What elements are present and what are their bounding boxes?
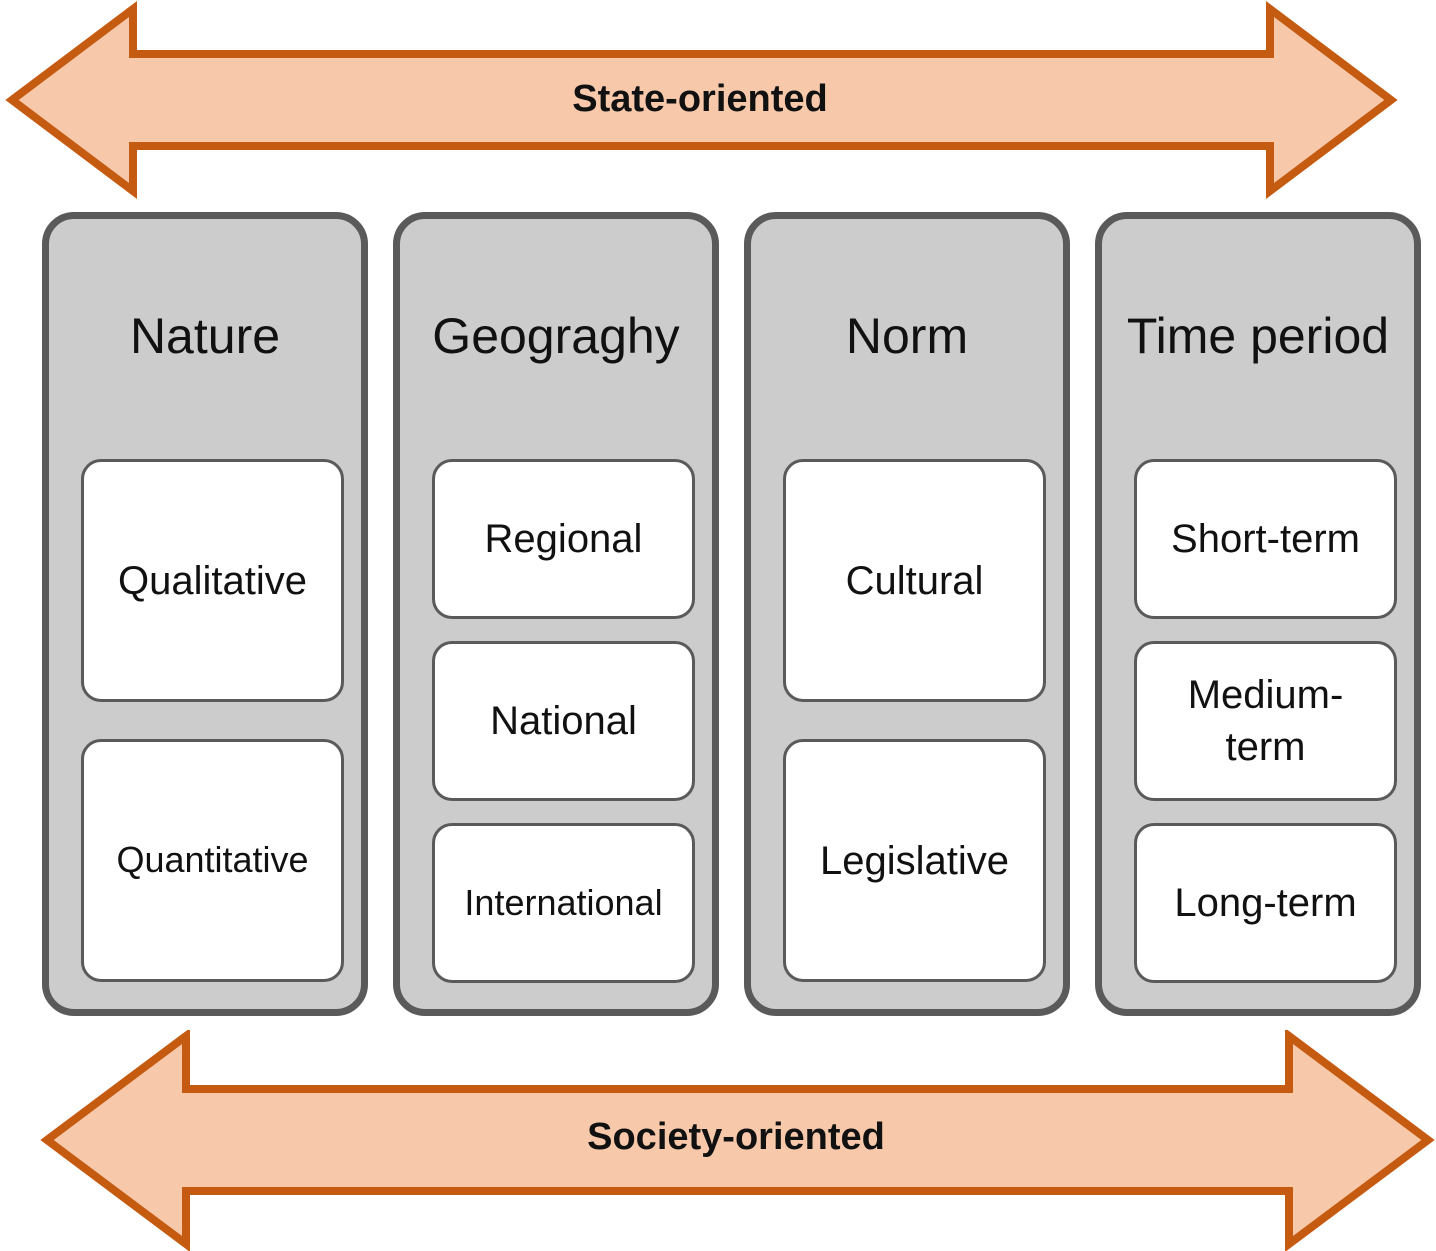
society-oriented-label: Society-oriented	[587, 1116, 885, 1158]
column-geography: Geograghy Regional National Internationa…	[393, 212, 719, 1016]
column-nature: Nature Qualitative Quantitative	[42, 212, 368, 1016]
item-qualitative: Qualitative	[81, 459, 344, 702]
column-time-period: Time period Short-term Medium- term Long…	[1095, 212, 1421, 1016]
item-national: National	[432, 641, 695, 801]
state-oriented-arrow	[5, 0, 1398, 200]
item-label: International	[464, 881, 663, 923]
item-label: Cultural	[845, 558, 984, 603]
state-oriented-label: State-oriented	[572, 78, 828, 120]
society-oriented-arrow	[40, 1030, 1435, 1251]
item-label: Short-term	[1171, 517, 1360, 561]
column-title: Nature	[129, 308, 281, 364]
item-international: International	[432, 823, 695, 983]
item-long-term: Long-term	[1134, 823, 1397, 983]
item-medium-term: Medium- term	[1134, 641, 1397, 801]
item-label: Medium- term	[1187, 673, 1344, 769]
column-title: Geograghy	[432, 308, 680, 364]
item-regional: Regional	[432, 459, 695, 619]
item-label: Long-term	[1174, 881, 1357, 925]
item-cultural: Cultural	[783, 459, 1046, 702]
item-label: Quantitative	[116, 839, 309, 881]
column-title: Time period	[1126, 308, 1390, 364]
item-legislative: Legislative	[783, 739, 1046, 982]
item-short-term: Short-term	[1134, 459, 1397, 619]
item-label: Regional	[484, 517, 643, 561]
column-norm: Norm Cultural Legislative	[744, 212, 1070, 1016]
item-label: Qualitative	[118, 558, 307, 603]
item-quantitative: Quantitative	[81, 739, 344, 982]
item-label: Legislative	[819, 838, 1009, 883]
column-title: Norm	[845, 308, 969, 364]
item-label: National	[490, 699, 637, 743]
